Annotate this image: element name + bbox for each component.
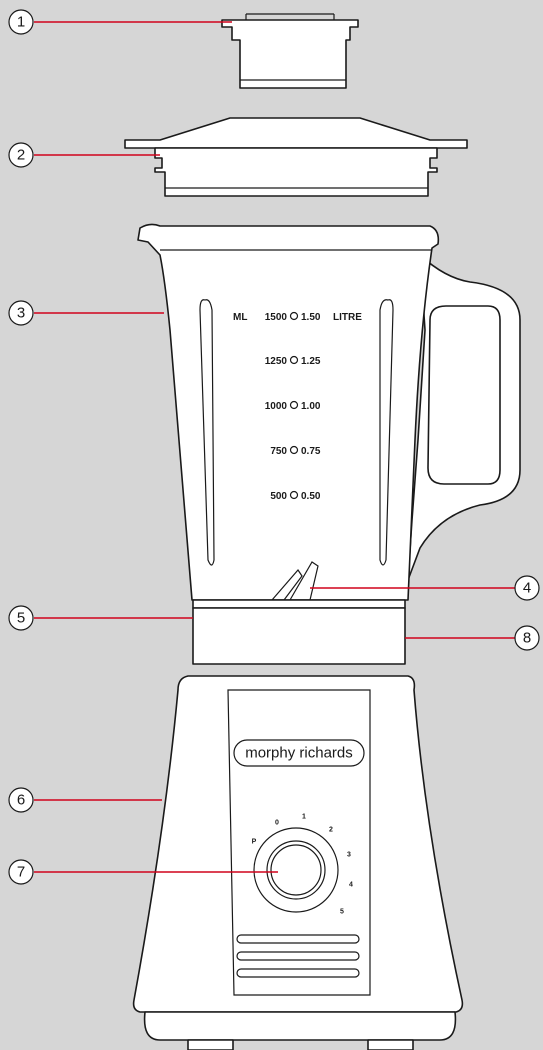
callout-6: 6 xyxy=(9,788,33,812)
scale-ml-1500: 1500 xyxy=(265,312,288,323)
dial-label-0: 0 xyxy=(275,820,279,827)
brand-logo-text: morphy richards xyxy=(245,745,353,762)
dial-label-p: P xyxy=(252,839,257,846)
scale-unit-litre: LITRE xyxy=(333,312,362,323)
svg-text:8: 8 xyxy=(523,630,531,647)
dial-label-1: 1 xyxy=(302,814,306,821)
svg-text:5: 5 xyxy=(17,610,25,627)
svg-text:2: 2 xyxy=(17,147,25,164)
callout-1: 1 xyxy=(9,10,33,34)
callout-4: 4 xyxy=(515,576,539,600)
scale-unit-ml: ML xyxy=(233,312,247,323)
scale-ml-750: 750 xyxy=(270,446,287,457)
scale-litre-1500: 1.50 xyxy=(301,312,321,323)
dial-label-2: 2 xyxy=(329,827,333,834)
jug xyxy=(138,224,520,600)
callout-7: 7 xyxy=(9,860,33,884)
scale-litre-1000: 1.00 xyxy=(301,401,321,412)
jug-collar xyxy=(193,600,405,664)
svg-text:4: 4 xyxy=(523,580,531,597)
motor-base xyxy=(134,676,463,1050)
svg-text:3: 3 xyxy=(17,305,25,322)
dial-label-5: 5 xyxy=(340,909,344,916)
svg-text:1: 1 xyxy=(17,14,25,31)
callout-5: 5 xyxy=(9,606,33,630)
scale-litre-750: 0.75 xyxy=(301,446,321,457)
filler-cap xyxy=(222,14,358,88)
lid xyxy=(125,118,467,196)
dial-label-3: 3 xyxy=(347,852,351,859)
scale-ml-1250: 1250 xyxy=(265,356,288,367)
callout-2: 2 xyxy=(9,143,33,167)
svg-text:6: 6 xyxy=(17,792,25,809)
dial-label-4: 4 xyxy=(349,882,353,889)
callout-8: 8 xyxy=(515,626,539,650)
callout-3: 3 xyxy=(9,301,33,325)
svg-text:7: 7 xyxy=(17,864,25,881)
scale-litre-500: 0.50 xyxy=(301,491,321,502)
scale-ml-1000: 1000 xyxy=(265,401,288,412)
scale-litre-1250: 1.25 xyxy=(301,356,321,367)
scale-ml-500: 500 xyxy=(270,491,287,502)
